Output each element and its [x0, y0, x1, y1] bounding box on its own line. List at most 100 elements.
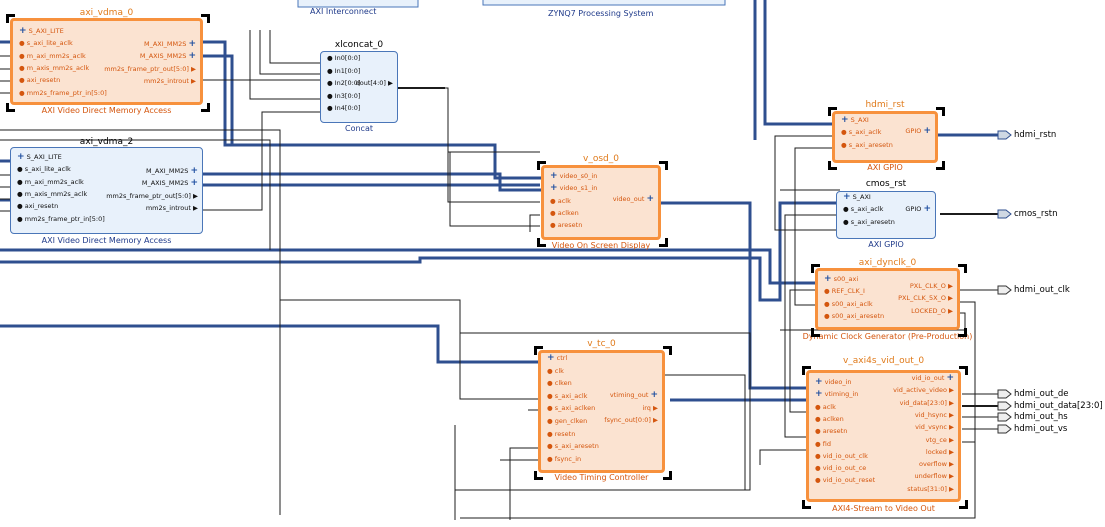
port-v-osd-0-in[interactable]: ● aclken	[550, 208, 579, 217]
port-v-axi4s-vid-out-0-out[interactable]: vtg_ce ▶	[925, 435, 954, 444]
terminal-hdmi-out-de[interactable]: hdmi_out_de	[1014, 389, 1069, 399]
port-v-tc-0-in[interactable]: + ctrl	[547, 353, 568, 363]
terminal-hdmi-out-clk[interactable]: hdmi_out_clk	[1014, 285, 1070, 295]
port-axi-vdma-2-in[interactable]: ● axi_resetn	[17, 202, 59, 211]
port-v-tc-0-in[interactable]: ● s_axi_aclken	[547, 404, 596, 413]
v-tc-0-block[interactable]: + ctrl● clk● clken● s_axi_aclk● s_axi_ac…	[538, 350, 665, 473]
expand-plus-icon[interactable]: +	[841, 115, 849, 125]
port-v-tc-0-out[interactable]: fsync_out[0:0] ▶	[604, 416, 658, 425]
port-xlconcat-0-in[interactable]: ● In0[0:0]	[327, 54, 361, 62]
port-axi-dynclk-0-in[interactable]: + s00_axi	[824, 274, 859, 284]
terminal-hdmi-out-data[interactable]: hdmi_out_data[23:0]	[1014, 401, 1103, 411]
port-v-osd-0-out[interactable]: video_out +	[612, 194, 654, 204]
port-axi-vdma-2-in[interactable]: ● mm2s_frame_ptr_in[5:0]	[17, 214, 105, 223]
v-axi4s-vid-out-0-block[interactable]: + video_in+ vtiming_in● aclk● aclken● ar…	[806, 370, 961, 502]
port-axi-vdma-0-in[interactable]: ● axi_resetn	[19, 76, 61, 85]
xlconcat-0-block[interactable]: ● In0[0:0] ● In1[0:0] ● In2[0:0] ● In3[0:0]…	[320, 51, 398, 123]
port-v-tc-0-in[interactable]: ● resetn	[547, 429, 576, 438]
port-v-axi4s-vid-out-0-out[interactable]: underflow ▶	[914, 472, 955, 481]
port-v-axi4s-vid-out-0-in[interactable]: ● vid_io_out_clk	[815, 451, 868, 460]
expand-plus-icon[interactable]: +	[815, 389, 823, 400]
port-axi-vdma-0-out[interactable]: mm2s_frame_ptr_out[5:0] ▶	[104, 64, 196, 73]
port-xlconcat-0-out[interactable]: dout[4:0] ▶	[355, 79, 393, 87]
axi-vdma-0-block[interactable]: + S_AXI_LITE ● s_axi_lite_aclk ● m_axi_mm2…	[10, 18, 203, 105]
port-cmos-rst-in[interactable]: + S_AXI	[843, 192, 871, 202]
port-v-tc-0-out[interactable]: vtiming_out +	[609, 390, 658, 400]
port-hdmi-rst-in[interactable]: ● s_axi_aclk	[841, 128, 882, 137]
port-v-axi4s-vid-out-0-in[interactable]: ● fid	[815, 439, 831, 448]
port-xlconcat-0-in[interactable]: ● In3[0:0]	[327, 91, 361, 100]
port-v-axi4s-vid-out-0-out[interactable]: overflow ▶	[919, 460, 954, 469]
port-hdmi-rst-in[interactable]: ● s_axi_aresetn	[841, 140, 893, 149]
port-axi-vdma-0-in[interactable]: ● mm2s_frame_ptr_in[5:0]	[19, 88, 107, 97]
port-v-axi4s-vid-out-0-in[interactable]: ● vid_io_out_ce	[815, 464, 867, 473]
port-axi-vdma-0-in[interactable]: ● m_axi_mm2s_aclk	[19, 51, 86, 60]
port-axi-vdma-2-out[interactable]: M_AXIS_MM2S +	[141, 178, 198, 189]
port-axi-dynclk-0-in[interactable]: ● s00_axi_aresetn	[824, 311, 885, 320]
port-v-tc-0-in[interactable]: ● s_axi_aresetn	[547, 442, 599, 451]
expand-plus-icon[interactable]: +	[824, 274, 832, 284]
v-osd-0-block[interactable]: + video_s0_in + video_s1_in ● aclk ● aclken…	[541, 165, 661, 240]
port-xlconcat-0-in[interactable]: ● In1[0:0]	[327, 66, 361, 75]
port-v-tc-0-in[interactable]: ● fsync_in	[547, 454, 582, 463]
port-axi-vdma-2-in[interactable]: ● m_axis_mm2s_aclk	[17, 189, 88, 198]
port-axi-dynclk-0-in[interactable]: ● s00_axi_aclk	[824, 299, 873, 308]
terminal-hdmi-rstn[interactable]: hdmi_rstn	[1014, 130, 1057, 140]
expand-plus-icon[interactable]: +	[188, 51, 196, 62]
expand-plus-icon[interactable]: +	[190, 178, 198, 189]
port-v-tc-0-in[interactable]: ● clken	[547, 379, 572, 388]
terminal-hdmi-out-vs[interactable]: hdmi_out_vs	[1014, 424, 1068, 434]
port-v-osd-0-in[interactable]: + video_s1_in	[550, 183, 598, 194]
port-v-osd-0-in[interactable]: ● aclk	[550, 196, 571, 205]
expand-plus-icon[interactable]: +	[547, 353, 555, 363]
port-v-osd-0-in[interactable]: ● aresetn	[550, 221, 583, 230]
hdmi-rst-block[interactable]: + S_AXI ● s_axi_aclk ● s_axi_aresetn GPIO +	[832, 111, 938, 163]
port-hdmi-rst-out[interactable]: GPIO +	[905, 126, 931, 136]
expand-plus-icon[interactable]: +	[17, 152, 25, 162]
port-v-axi4s-vid-out-0-out[interactable]: vid_vsync ▶	[915, 423, 954, 432]
port-v-tc-0-in[interactable]: ● s_axi_aclk	[547, 391, 588, 400]
port-v-axi4s-vid-out-0-out[interactable]: locked ▶	[925, 447, 954, 456]
expand-plus-icon[interactable]: +	[843, 192, 851, 202]
port-axi-vdma-0-in[interactable]: ● m_axis_mm2s_aclk	[19, 63, 90, 72]
port-v-axi4s-vid-out-0-out[interactable]: vid_data[23:0] ▶	[899, 398, 954, 407]
port-v-osd-0-in[interactable]: + video_s0_in	[550, 171, 598, 181]
port-axi-vdma-0-out[interactable]: M_AXI_MM2S +	[143, 39, 196, 49]
port-xlconcat-0-in[interactable]: ● In2[0:0]	[327, 79, 361, 87]
port-v-axi4s-vid-out-0-out[interactable]: vid_io_out +	[911, 373, 954, 383]
axi-vdma-2-block[interactable]: + S_AXI_LITE● s_axi_lite_aclk● m_axi_mm2…	[10, 147, 203, 234]
expand-plus-icon[interactable]: +	[923, 204, 931, 214]
port-cmos-rst-out[interactable]: GPIO +	[905, 204, 931, 214]
expand-plus-icon[interactable]: +	[188, 39, 196, 49]
port-axi-vdma-0-out[interactable]: mm2s_introut ▶	[143, 76, 196, 85]
port-axi-vdma-2-in[interactable]: ● s_axi_lite_aclk	[17, 165, 71, 174]
port-v-axi4s-vid-out-0-out[interactable]: vid_hsync ▶	[914, 410, 954, 419]
port-axi-vdma-2-out[interactable]: mm2s_frame_ptr_out[5:0] ▶	[106, 191, 198, 200]
port-axi-vdma-0-in[interactable]: ● s_axi_lite_aclk	[19, 39, 73, 48]
port-cmos-rst-in[interactable]: ● s_axi_aresetn	[843, 217, 895, 226]
port-cmos-rst-in[interactable]: ● s_axi_aclk	[843, 205, 884, 214]
port-xlconcat-0-in[interactable]: ● In4[0:0]	[327, 104, 361, 112]
port-hdmi-rst-in[interactable]: + S_AXI	[841, 115, 869, 125]
port-axi-vdma-0-in[interactable]: + S_AXI_LITE	[19, 26, 64, 36]
terminal-cmos-rstn[interactable]: cmos_rstn	[1014, 209, 1058, 219]
port-axi-dynclk-0-out[interactable]: LOCKED_O ▶	[911, 306, 953, 315]
port-axi-vdma-0-out[interactable]: M_AXIS_MM2S +	[139, 51, 196, 62]
expand-plus-icon[interactable]: +	[646, 194, 654, 204]
expand-plus-icon[interactable]: +	[650, 390, 658, 400]
axi-dynclk-0-block[interactable]: + s00_axi ● REF_CLK_I ● s00_axi_aclk ● s00_…	[815, 268, 960, 330]
port-axi-dynclk-0-out[interactable]: PXL_CLK_O ▶	[909, 282, 953, 290]
port-v-axi4s-vid-out-0-out[interactable]: status[31:0] ▶	[907, 484, 954, 493]
expand-plus-icon[interactable]: +	[923, 126, 931, 136]
port-v-axi4s-vid-out-0-out[interactable]: vid_active_video ▶	[893, 386, 954, 395]
port-v-tc-0-in[interactable]: ● gen_clken	[547, 417, 588, 425]
port-v-tc-0-out[interactable]: irq ▶	[642, 403, 658, 412]
port-axi-dynclk-0-in[interactable]: ● REF_CLK_I	[824, 287, 865, 296]
port-v-axi4s-vid-out-0-in[interactable]: ● aresetn	[815, 427, 848, 436]
expand-plus-icon[interactable]: +	[550, 183, 558, 194]
cmos-rst-block[interactable]: + S_AXI ● s_axi_aclk ● s_axi_aresetn GPIO +	[836, 191, 936, 239]
port-axi-vdma-2-out[interactable]: M_AXI_MM2S +	[145, 166, 198, 176]
port-axi-vdma-2-in[interactable]: ● m_axi_mm2s_aclk	[17, 177, 84, 186]
port-axi-vdma-2-out[interactable]: mm2s_introut ▶	[145, 203, 198, 212]
terminal-hdmi-out-hs[interactable]: hdmi_out_hs	[1014, 412, 1068, 422]
